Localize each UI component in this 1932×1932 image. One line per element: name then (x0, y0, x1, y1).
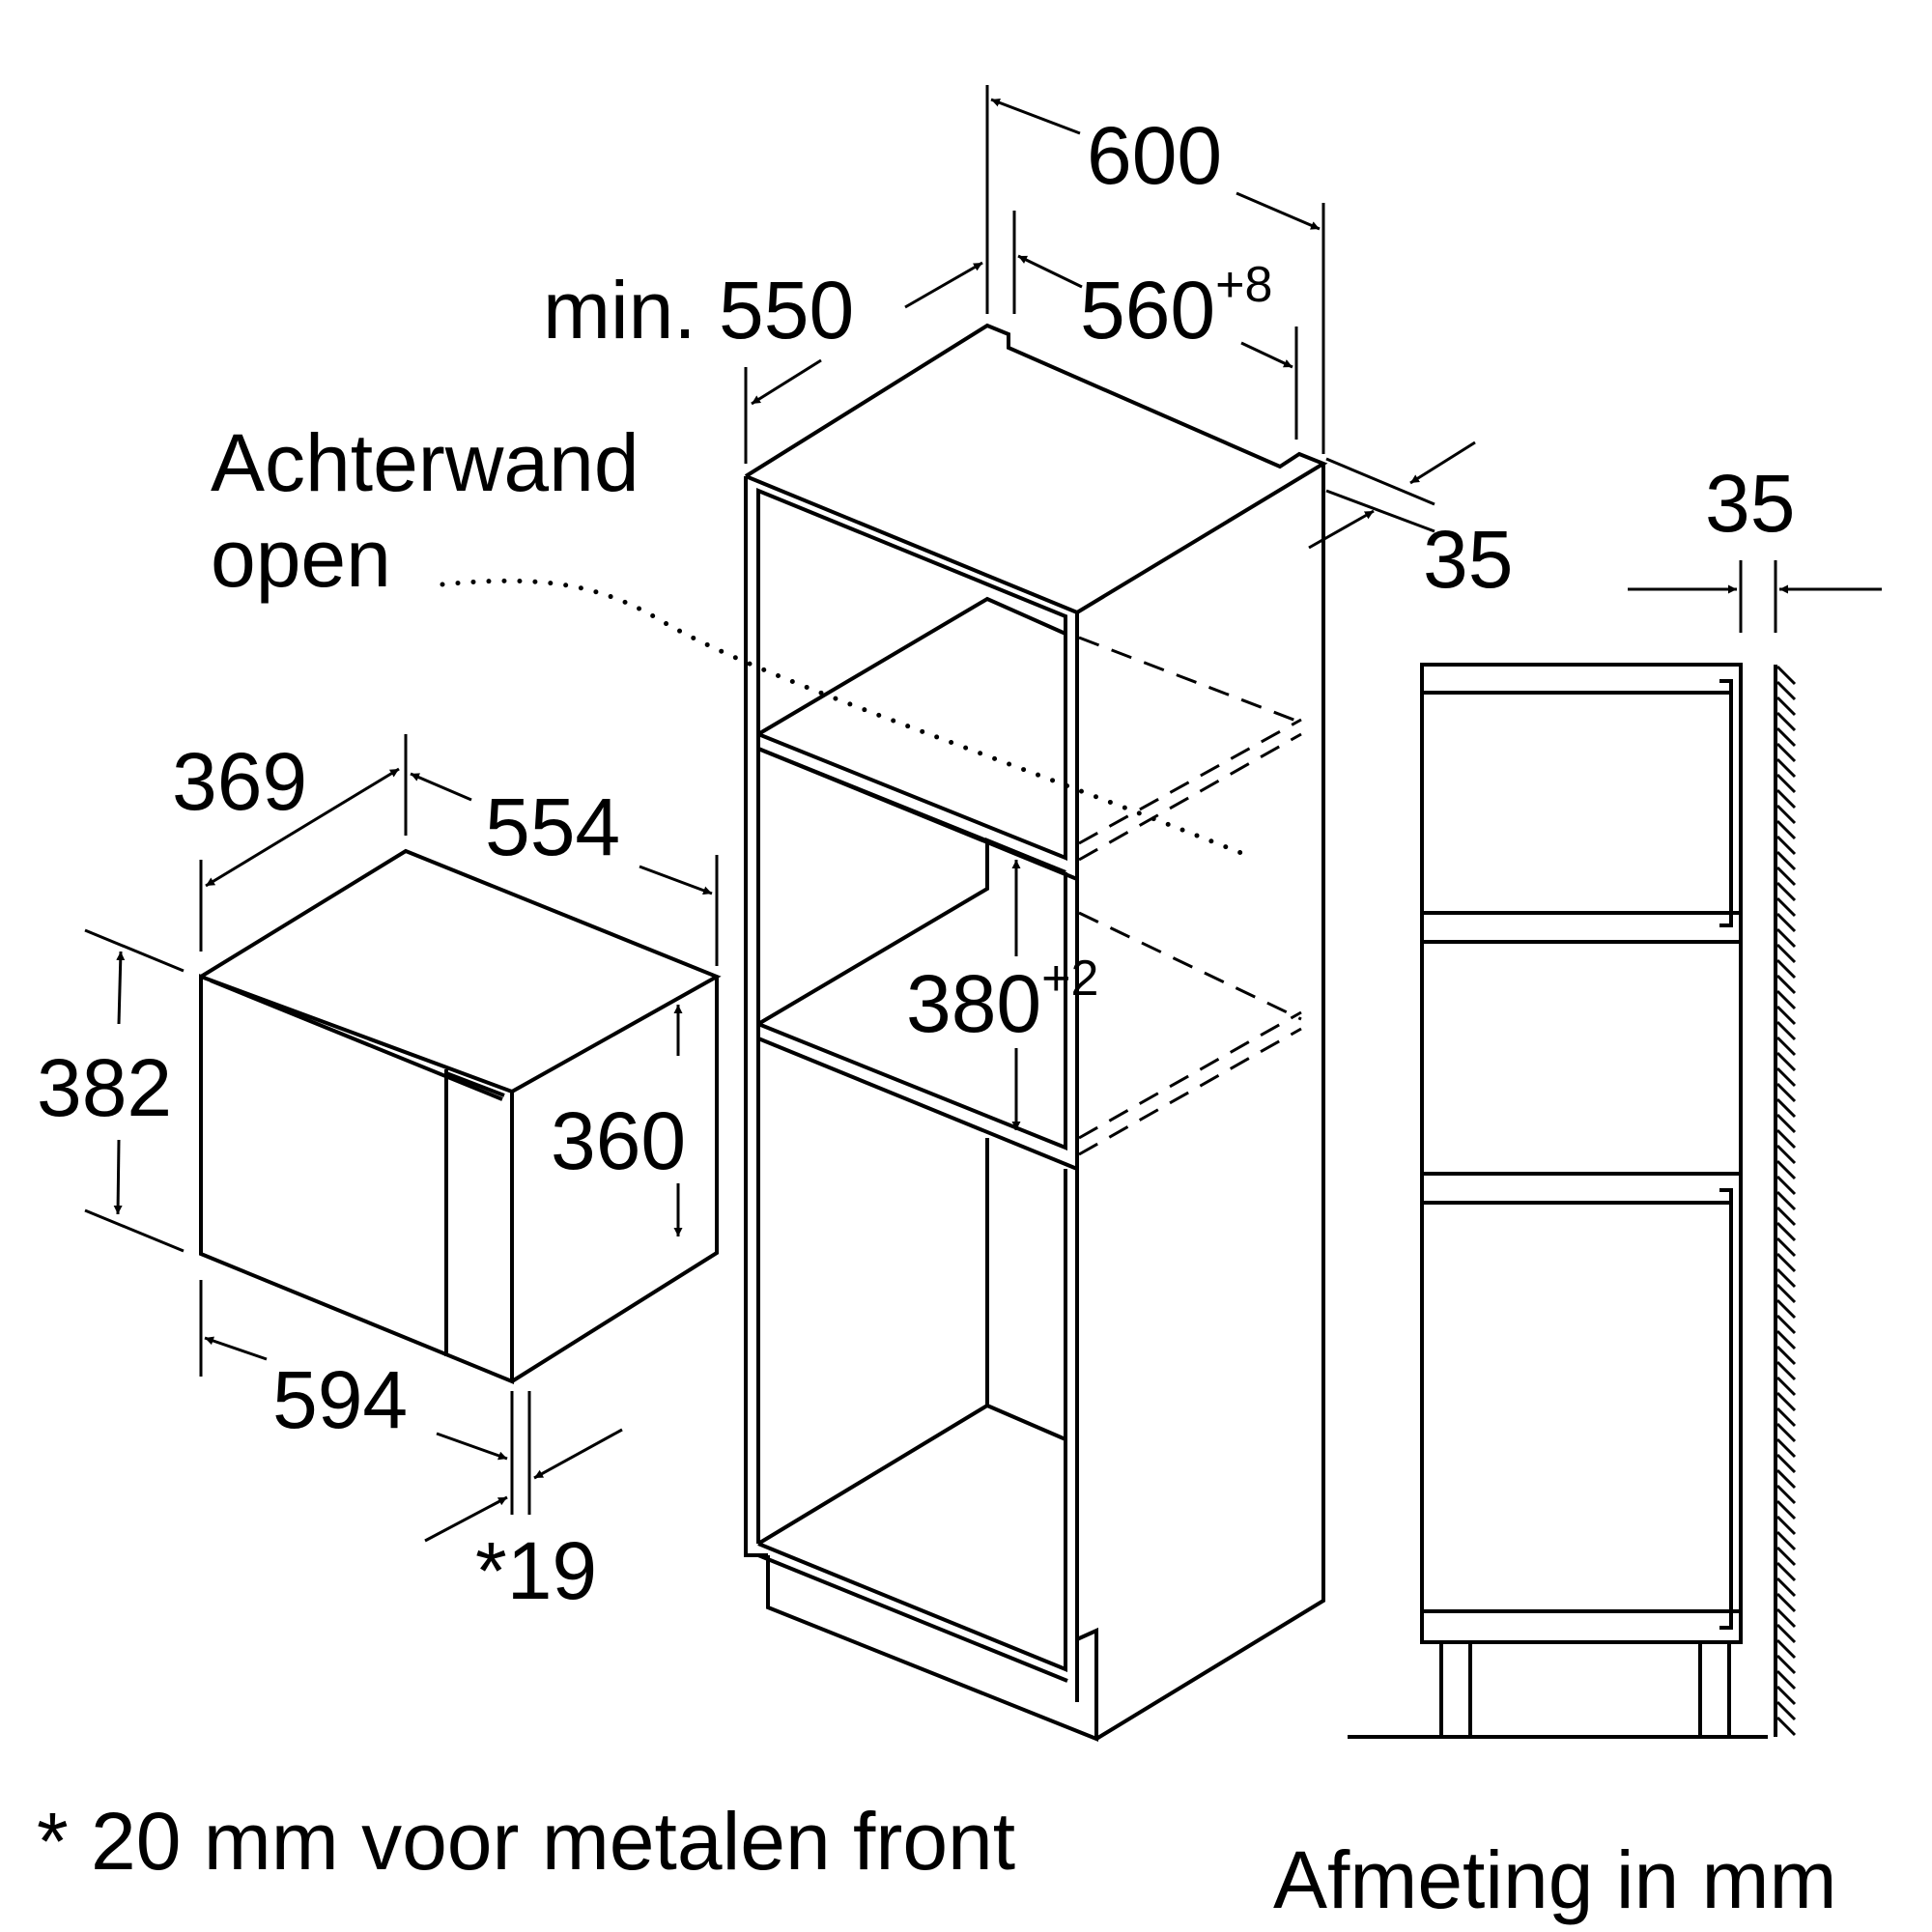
label-560: 560+8 (1080, 257, 1272, 355)
hatch-line (1776, 1221, 1797, 1242)
hatch-line (1776, 1360, 1797, 1381)
hatch-line (1776, 788, 1797, 810)
hatch-line (1776, 1097, 1797, 1119)
hatch-line (1776, 1716, 1797, 1737)
hatch-line (1776, 989, 1797, 1010)
hatch-line (1776, 1391, 1797, 1412)
label-560-tolerance: +8 (1215, 257, 1272, 313)
wall-hatching (1776, 665, 1797, 1737)
label-554: 554 (485, 781, 620, 872)
hatch-line (1776, 1437, 1797, 1459)
hatch-line (1776, 1082, 1797, 1103)
hatch-line (1776, 1329, 1797, 1350)
dimension-labels: 600 min. 550 560+8 35 35 Achterwand open… (37, 110, 1795, 1616)
hatch-line (1776, 1592, 1797, 1613)
hatch-line (1776, 1190, 1797, 1211)
hatch-line (1776, 1422, 1797, 1443)
hatch-line (1776, 1561, 1797, 1582)
label-380-tolerance: +2 (1041, 951, 1098, 1007)
hatch-line (1776, 881, 1797, 902)
label-min-550: min. 550 (543, 265, 854, 355)
hatch-line (1776, 773, 1797, 794)
hatch-line (1776, 1499, 1797, 1520)
tall-cabinet (744, 323, 1328, 1742)
microwave-dimensions (84, 734, 719, 1543)
hatch-line (1776, 665, 1797, 686)
hatch-line (1776, 974, 1797, 995)
hatch-line (1776, 1484, 1797, 1505)
hatch-line (1776, 1638, 1797, 1660)
hatch-line (1776, 896, 1797, 918)
label-560-value: 560 (1080, 265, 1215, 355)
hatch-line (1776, 912, 1797, 933)
hatch-line (1776, 804, 1797, 825)
hatch-line (1776, 850, 1797, 871)
hatch-line (1776, 1005, 1797, 1026)
hatch-line (1776, 1066, 1797, 1088)
hatch-line (1776, 1345, 1797, 1366)
hatch-line (1776, 726, 1797, 748)
hatch-line (1776, 1113, 1797, 1134)
hatch-line (1776, 1267, 1797, 1289)
hatch-line (1776, 1144, 1797, 1165)
label-382: 382 (37, 1042, 172, 1133)
hatch-line (1776, 1530, 1797, 1551)
hatch-line (1776, 1607, 1797, 1629)
hatch-line (1776, 1577, 1797, 1598)
hatch-line (1776, 1051, 1797, 1072)
hatch-line (1776, 1546, 1797, 1567)
label-360: 360 (551, 1095, 686, 1186)
hatch-line (1776, 866, 1797, 887)
hatch-line (1776, 1515, 1797, 1536)
hatch-line (1776, 696, 1797, 717)
hatch-line (1776, 1654, 1797, 1675)
hatch-line (1776, 1453, 1797, 1474)
hatch-line (1776, 1020, 1797, 1041)
label-19: *19 (475, 1525, 597, 1616)
label-594: 594 (272, 1354, 408, 1445)
label-369: 369 (172, 736, 307, 827)
hatch-line (1776, 1406, 1797, 1428)
hatch-line (1776, 1236, 1797, 1258)
hatch-line (1776, 1314, 1797, 1335)
hatch-line (1776, 1623, 1797, 1644)
hatch-line (1776, 1159, 1797, 1180)
units-note: Afmeting in mm (1273, 1834, 1837, 1925)
footnote: * 20 mm voor metalen front (37, 1796, 1015, 1887)
hatch-line (1776, 1700, 1797, 1721)
hatch-line (1776, 1468, 1797, 1490)
hatch-line (1776, 819, 1797, 840)
label-380-value: 380 (906, 958, 1041, 1049)
hatch-line (1776, 680, 1797, 701)
hatch-line (1776, 1175, 1797, 1196)
hatch-line (1776, 1252, 1797, 1273)
hatch-line (1776, 757, 1797, 779)
hatch-line (1776, 711, 1797, 732)
hatch-line (1776, 1685, 1797, 1706)
hatch-line (1776, 1036, 1797, 1057)
hatch-line (1776, 742, 1797, 763)
hatch-line (1776, 1669, 1797, 1690)
hatch-line (1776, 1206, 1797, 1227)
label-open: open (211, 513, 391, 604)
microwave-appliance (199, 848, 722, 1384)
hatch-line (1776, 927, 1797, 949)
side-view-cabinet (1348, 560, 1882, 1739)
label-35-side: 35 (1705, 458, 1795, 549)
hatch-line (1776, 835, 1797, 856)
hatch-line (1776, 943, 1797, 964)
hatch-line (1776, 1376, 1797, 1397)
label-35-top: 35 (1423, 514, 1513, 605)
label-380: 380+2 (906, 951, 1098, 1049)
hatch-line (1776, 958, 1797, 980)
hatch-line (1776, 1128, 1797, 1150)
label-600: 600 (1087, 110, 1222, 201)
hatch-line (1776, 1283, 1797, 1304)
hatch-line (1776, 1298, 1797, 1320)
cabinet-dimensions (440, 85, 1476, 1130)
label-achterwand: Achterwand (211, 417, 639, 508)
